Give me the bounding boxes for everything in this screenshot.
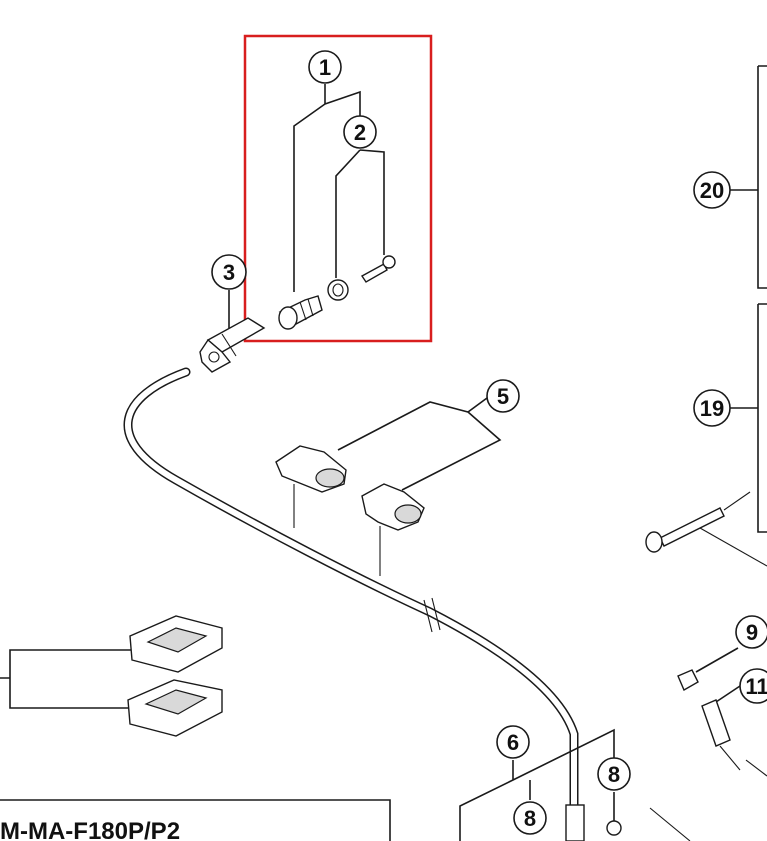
leader-pads: [0, 649, 132, 709]
svg-text:6: 6: [507, 730, 519, 755]
svg-text:11: 11: [745, 674, 767, 699]
svg-text:5: 5: [497, 384, 509, 409]
washer-part: [606, 820, 622, 836]
callout-5: 5: [486, 379, 520, 413]
hose-clip-part-b: [361, 483, 425, 576]
callout-3: 3: [211, 254, 247, 290]
leader-5: [337, 397, 502, 491]
callout-19: 19: [693, 389, 731, 427]
highlight-box: [243, 34, 433, 343]
bolt-leader: [649, 807, 691, 841]
hose-end: [565, 804, 585, 841]
callout-9: 9: [735, 615, 767, 649]
leader-9: [695, 647, 739, 673]
callout-6: 6: [496, 725, 530, 759]
model-label: M-MA-F180P/P2: [0, 818, 181, 841]
svg-text:8: 8: [608, 762, 620, 787]
hose-clip-part-a: [275, 445, 347, 528]
model-label-box: [0, 799, 391, 841]
leader-2: [335, 149, 385, 278]
insert-pin-part: [360, 255, 396, 283]
svg-text:19: 19: [700, 396, 724, 421]
callout-1: 1: [308, 50, 342, 84]
svg-text:3: 3: [223, 260, 235, 285]
svg-text:8: 8: [524, 806, 536, 831]
bleed-screw-part: [677, 669, 699, 691]
leader-6: [459, 728, 615, 841]
olive-part: [327, 279, 349, 301]
leader-19: [730, 303, 767, 533]
pad-block-upper: [129, 615, 223, 673]
mounting-bolt-part: [645, 491, 767, 567]
leader-1: [293, 84, 361, 292]
callout-2: 2: [343, 115, 377, 149]
callout-8-left: 8: [513, 801, 547, 835]
cap-nut-part: [199, 290, 266, 373]
hose-break-mark: [423, 597, 441, 633]
svg-text:20: 20: [700, 178, 724, 203]
pad-block-lower: [127, 679, 223, 737]
fitting-part: [278, 295, 323, 330]
callout-11: 11: [739, 668, 767, 704]
callout-20: 20: [693, 171, 731, 209]
svg-text:2: 2: [354, 120, 366, 145]
leader-11: [715, 685, 741, 703]
leader-20: [730, 65, 767, 289]
svg-text:9: 9: [746, 620, 758, 645]
banjo-part: [701, 699, 767, 777]
callout-8-right: 8: [597, 757, 631, 791]
svg-text:1: 1: [319, 55, 331, 80]
